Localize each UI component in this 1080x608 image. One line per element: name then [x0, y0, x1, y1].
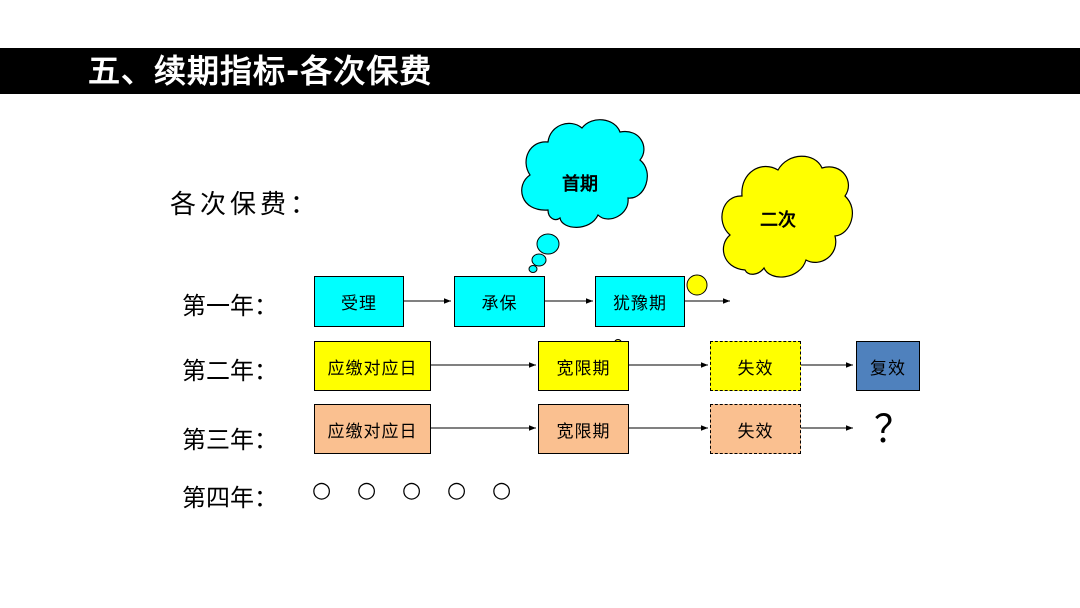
title-bar: 五、续期指标-各次保费 [0, 48, 1080, 94]
dot: ○ [312, 478, 332, 503]
row-label-year3: 第三年： [182, 426, 278, 454]
dot: ○ [447, 478, 467, 503]
dot: ○ [492, 478, 512, 503]
subtitle: 各次保费： [170, 190, 321, 220]
question-mark: ？ [874, 407, 913, 451]
dot: ○ [357, 478, 377, 503]
step-accept: 受理 [314, 276, 404, 327]
first-cloud-label: 首期 [562, 174, 598, 195]
step-grace-period: 宽限期 [538, 341, 629, 391]
first-cloud-icon [521, 119, 648, 273]
step-due-date: 应缴对应日 [314, 404, 431, 454]
step-underwrite: 承保 [454, 276, 545, 327]
step-cooling-off: 犹豫期 [595, 276, 685, 327]
second-cloud-label: 二次 [760, 210, 796, 231]
row-label-year1: 第一年： [182, 292, 278, 320]
step-lapse: 失效 [710, 341, 801, 391]
row-label-year4: 第四年： [182, 484, 278, 512]
row-label-year2: 第二年： [182, 357, 278, 385]
step-grace-period: 宽限期 [538, 404, 629, 454]
second-cloud-icon [614, 155, 853, 347]
step-reinstatement: 复效 [856, 341, 920, 391]
step-lapse: 失效 [710, 404, 801, 454]
step-due-date: 应缴对应日 [314, 341, 431, 391]
dot: ○ [402, 478, 422, 503]
page-title: 五、续期指标-各次保费 [88, 52, 433, 90]
